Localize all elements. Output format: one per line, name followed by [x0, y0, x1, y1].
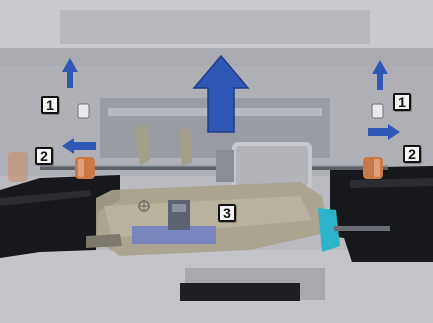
callout-1-right: 1: [393, 93, 411, 111]
callout-2-left: 2: [35, 147, 53, 165]
floor-shadow: [180, 283, 300, 301]
right-latch-tab: [372, 104, 383, 118]
left-latch-tab: [78, 104, 89, 118]
callout-3-center: 3: [218, 204, 236, 222]
right-bushing: [363, 157, 383, 179]
upper-panel: [60, 10, 370, 44]
left-bushing-ghost: [8, 152, 28, 182]
callout-1-left: 1: [41, 96, 59, 114]
callout-2-right: 2: [403, 145, 421, 163]
left-bushing: [75, 157, 95, 179]
